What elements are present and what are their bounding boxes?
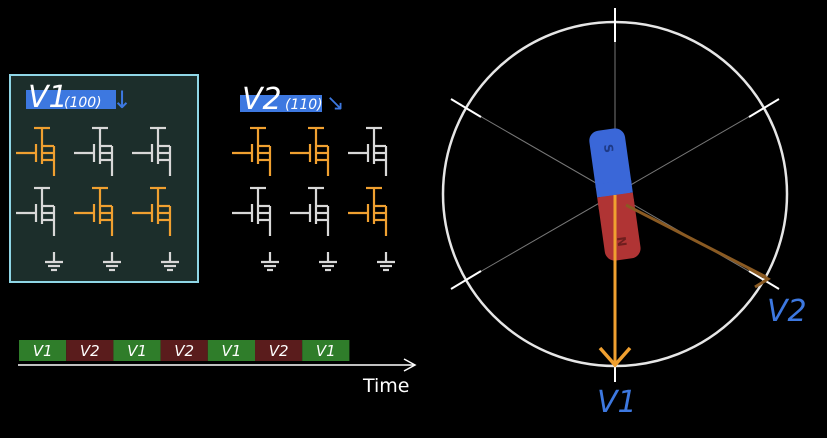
- timeline-cell: [207, 340, 255, 361]
- v2-vector-arrowhead-icon: [747, 266, 771, 289]
- timeline-cell-label: V2: [174, 342, 194, 360]
- transistor-icon: [348, 126, 388, 176]
- magnet-south-label: S: [601, 143, 616, 154]
- v2-code: (110): [285, 97, 323, 113]
- timeline-cell: [19, 340, 67, 361]
- v1-label: V1: [28, 80, 68, 115]
- v2-vector: [625, 203, 767, 279]
- timeline: V1 V2 V1 V2 V1 V2 V1: [19, 340, 350, 361]
- transistor-grid-v2: [232, 126, 395, 272]
- transistor-icon: [132, 126, 172, 176]
- v2-label: V2: [242, 82, 282, 117]
- timeline-cell: [66, 340, 114, 361]
- ground-icon: [45, 252, 63, 272]
- transistor-icon: [232, 186, 272, 236]
- ground-icon: [161, 252, 179, 272]
- timeline-cell: [302, 340, 350, 361]
- time-axis-arrowhead-icon: [403, 358, 417, 372]
- transistor-icon: [290, 186, 330, 236]
- timeline-cell-label: V1: [221, 342, 241, 360]
- magnet-south: [589, 128, 632, 197]
- v1-vector-arrowhead-icon: [598, 346, 632, 368]
- timeline-cell-label: V1: [316, 342, 336, 360]
- timeline-cell-label: V2: [80, 342, 100, 360]
- transistor-icon: [290, 126, 330, 176]
- motor-diagram: S N V1 V2: [441, 8, 807, 420]
- tick-lower-left: [450, 270, 482, 290]
- ground-icon: [261, 252, 279, 272]
- timeline-cell: [113, 340, 161, 361]
- motor-v2-label: V2: [767, 294, 807, 329]
- transistor-grid-v1: [16, 126, 179, 272]
- v1-arrow-icon: ↓: [112, 86, 132, 114]
- tick-upper-right: [748, 98, 780, 118]
- tick-upper-left: [450, 98, 482, 118]
- timeline-cell-label: V2: [269, 342, 289, 360]
- v1-label-bar: [26, 90, 116, 109]
- ground-icon: [319, 252, 337, 272]
- v2-arrow-icon: ↘: [326, 91, 344, 116]
- timeline-cell-label: V1: [127, 342, 147, 360]
- timeline-cell: [255, 340, 303, 361]
- transistor-icon: [132, 186, 172, 236]
- v2-label-bar: [240, 95, 322, 112]
- timeline-cell-label: V1: [33, 342, 53, 360]
- motor-v1-label: V1: [597, 385, 637, 420]
- transistor-icon: [16, 126, 56, 176]
- transistor-icon: [16, 186, 56, 236]
- timeline-cell: [160, 340, 208, 361]
- ground-icon: [377, 252, 395, 272]
- transistor-icon: [74, 126, 114, 176]
- transistor-icon: [74, 186, 114, 236]
- magnet-north-label: N: [614, 236, 629, 248]
- transistor-icon: [232, 126, 272, 176]
- transistor-icon: [348, 186, 388, 236]
- v1-highlight-box: [9, 74, 199, 283]
- time-label: Time: [362, 375, 410, 397]
- v1-code: (100): [64, 95, 102, 111]
- ground-icon: [103, 252, 121, 272]
